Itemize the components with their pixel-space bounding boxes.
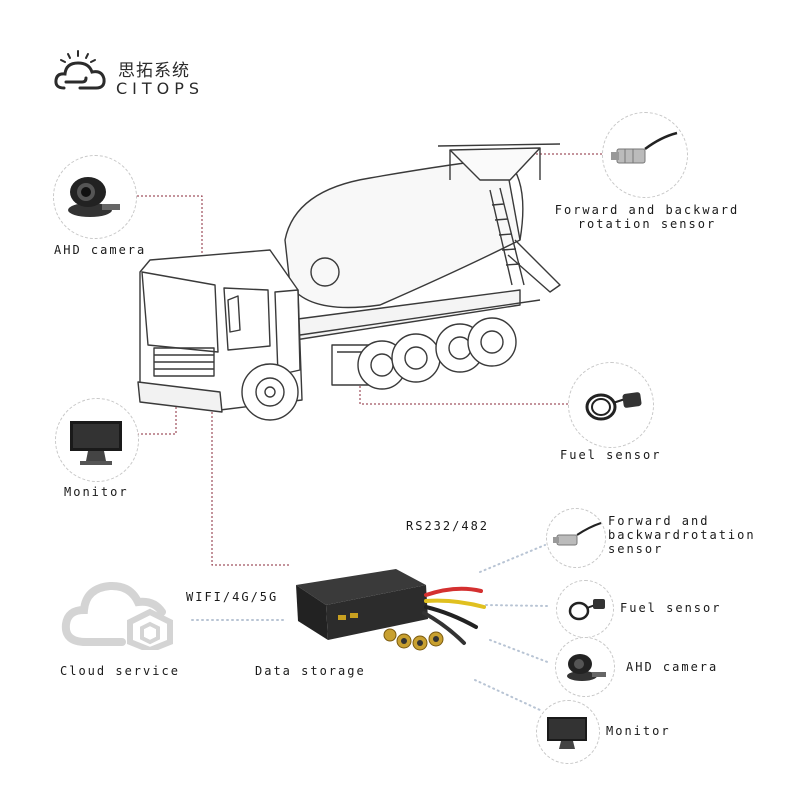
logo-chinese-text: 思拓系统 <box>118 61 190 81</box>
peripheral-rotation-sensor-line1: Forward and <box>608 514 710 528</box>
peripheral-monitor-label: Monitor <box>606 724 671 738</box>
cloud-service-label: Cloud service <box>60 664 180 678</box>
data-storage-device <box>296 569 486 651</box>
rs232-label: RS232/482 <box>406 519 490 533</box>
rotation-sensor-label-line2: rotation sensor <box>577 217 717 231</box>
peripheral-monitor-circle <box>536 700 600 764</box>
citops-logo-icon <box>54 50 106 90</box>
fuel-sensor-circle <box>568 362 654 448</box>
ahd-camera-small-icon <box>567 654 606 681</box>
peripheral-ahd-camera-label: AHD camera <box>626 660 719 674</box>
monitor-icon <box>70 421 122 465</box>
monitor-small-icon <box>547 717 587 749</box>
ahd-camera-circle <box>53 155 137 239</box>
ahd-camera-label: AHD camera <box>54 243 147 257</box>
cloud-service-icon <box>61 581 173 650</box>
logo-english-text: CITOPS <box>116 79 205 98</box>
rotation-sensor-small-icon <box>553 522 602 546</box>
fuel-sensor-small-icon <box>568 599 605 621</box>
fuel-sensor-icon <box>585 392 642 421</box>
fuel-sensor-label: Fuel sensor <box>560 448 662 462</box>
peripheral-fuel-sensor-circle <box>556 580 614 638</box>
monitor-label: Monitor <box>64 485 129 499</box>
ahd-camera-icon <box>68 177 120 217</box>
rotation-sensor-label-line1: Forward and backward <box>554 203 740 217</box>
monitor-circle <box>55 398 139 482</box>
peripheral-rotation-sensor-circle <box>546 508 606 568</box>
rotation-sensor-circle <box>602 112 688 198</box>
peripheral-rotation-sensor-line2: backwardrotation <box>608 528 756 542</box>
data-storage-label: Data storage <box>255 664 366 678</box>
network-label: WIFI/4G/5G <box>186 590 279 604</box>
peripheral-rotation-sensor-line3: sensor <box>608 542 664 556</box>
concrete-mixer-truck <box>137 143 561 421</box>
rotation-sensor-icon <box>611 131 678 164</box>
peripheral-ahd-camera-circle <box>555 637 615 697</box>
peripheral-fuel-sensor-label: Fuel sensor <box>620 601 722 615</box>
